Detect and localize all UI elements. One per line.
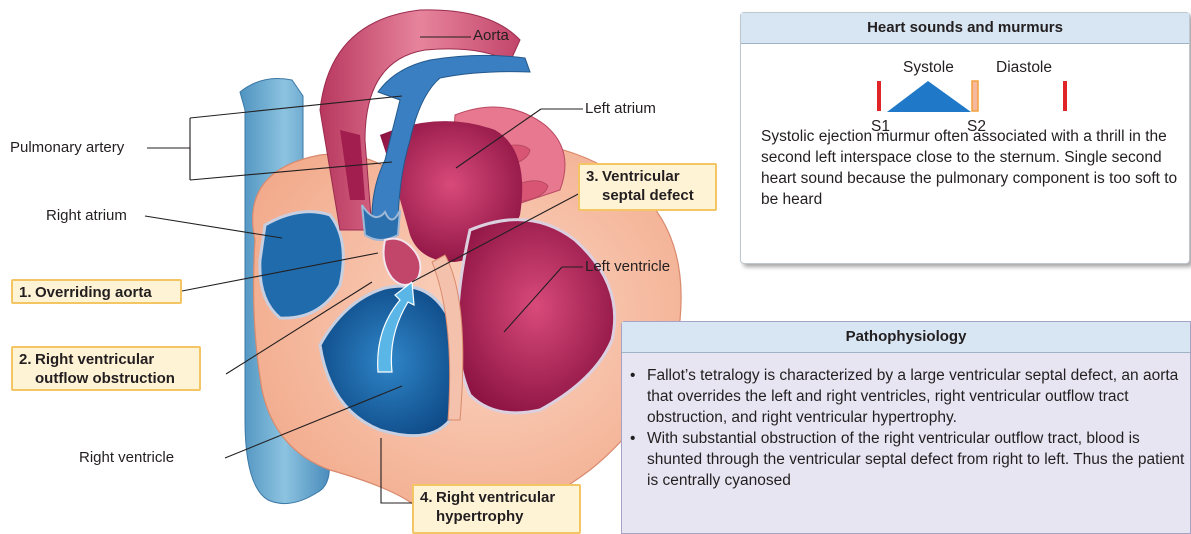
- pathophysiology-panel: Pathophysiology Fallot’s tetralogy is ch…: [621, 321, 1191, 534]
- list-item: Fallot’s tetralogy is characterized by a…: [628, 365, 1190, 428]
- label-pulmonary-artery: Pulmonary artery: [10, 139, 124, 157]
- callout-number: 1.: [19, 283, 35, 302]
- heart-sounds-panel: Heart sounds and murmurs Systole Diastol…: [740, 12, 1190, 264]
- callout-text-line2: hypertrophy: [420, 507, 573, 526]
- systole-label: Systole: [903, 59, 954, 76]
- callout-text-line2: septal defect: [586, 186, 709, 205]
- callout-rv-hypertrophy: 4.Right ventricular hypertrophy: [412, 484, 581, 534]
- label-left-atrium: Left atrium: [585, 100, 656, 118]
- callout-text: Right ventricular: [35, 351, 154, 368]
- callout-number: 3.: [586, 167, 602, 186]
- callout-vsd: 3.Ventricular septal defect: [578, 163, 717, 211]
- callout-text: Overriding aorta: [35, 284, 152, 301]
- callout-number: 2.: [19, 350, 35, 369]
- label-left-ventricle: Left ventricle: [585, 258, 670, 276]
- heart-sounds-title: Heart sounds and murmurs: [741, 13, 1189, 44]
- callout-number: 4.: [420, 488, 436, 507]
- pathophysiology-title: Pathophysiology: [622, 322, 1190, 353]
- leader-pulmonary-bracket: [147, 148, 190, 180]
- label-right-atrium: Right atrium: [46, 207, 127, 225]
- pathophysiology-list: Fallot’s tetralogy is characterized by a…: [622, 353, 1190, 491]
- callout-text: Right ventricular: [436, 489, 555, 506]
- callout-text: Ventricular: [602, 168, 680, 185]
- diastole-s1-bar: [1063, 81, 1067, 111]
- callout-text-line2: outflow obstruction: [19, 369, 193, 388]
- heart-sounds-description: Systolic ejection murmur often associate…: [761, 126, 1186, 210]
- callout-overriding-aorta: 1.Overriding aorta: [11, 279, 182, 304]
- murmur-shape: [887, 81, 971, 112]
- label-aorta: Aorta: [473, 27, 509, 45]
- list-item: With substantial obstruction of the righ…: [628, 428, 1190, 491]
- label-right-ventricle: Right ventricle: [79, 449, 174, 467]
- s1-bar: [877, 81, 881, 111]
- diastole-label: Diastole: [996, 59, 1052, 76]
- s2-bar: [972, 81, 978, 111]
- callout-rv-outflow-obstruction: 2.Right ventricular outflow obstruction: [11, 346, 201, 391]
